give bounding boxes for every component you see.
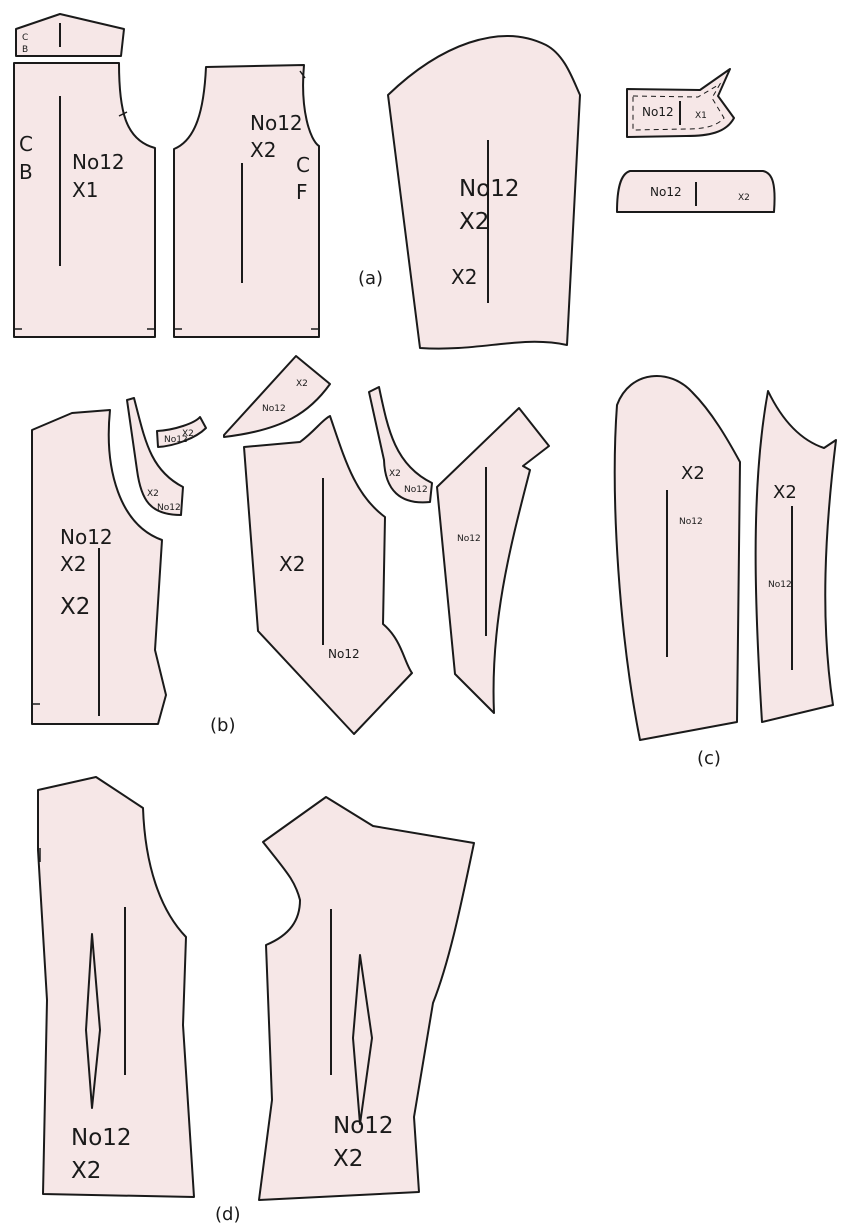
front-bodice-piece (173, 64, 320, 338)
caption-a: (a) (358, 268, 383, 289)
cut-quantity-label: X2 (773, 482, 797, 503)
piece-number-label: No12 (60, 525, 113, 549)
back-facing-piece (368, 386, 433, 504)
piece-number-label: No12 (768, 580, 792, 590)
cut-quantity-label: X2 (459, 209, 489, 235)
caption-c: (c) (697, 748, 721, 769)
center-back-label-b: B (19, 160, 33, 184)
piece-number-label: No12 (262, 404, 286, 414)
piece-number-label: No12 (457, 534, 481, 544)
group-d: No12 X2 No12 X2 (d) (37, 776, 475, 1225)
cut-quantity-label: X2 (333, 1146, 363, 1172)
piece-number-label: No12 (642, 105, 674, 119)
notch-mark (118, 111, 128, 117)
center-front-label-f: F (296, 180, 308, 204)
side-back-panel-piece (243, 415, 413, 735)
cut-quantity-label: X2 (60, 552, 86, 576)
sleeve-piece (387, 35, 581, 350)
cut-quantity-label: X2 (738, 193, 750, 203)
piece-number-label: No12 (679, 517, 703, 527)
cut-quantity-label: X1 (72, 178, 98, 202)
cut-quantity-label: X2 (250, 138, 276, 162)
piece-number-label: No12 (459, 176, 520, 202)
center-back-label-c: C (19, 132, 33, 156)
dart (85, 933, 101, 1109)
piece-number-label: No12 (404, 485, 428, 495)
cut-quantity-label: X2 (279, 552, 305, 576)
piece-number-label: No12 (328, 647, 360, 661)
center-front-label-c: C (296, 153, 310, 177)
cut-quantity-label: X2 (147, 489, 159, 499)
back-bodice-piece (13, 62, 156, 338)
cut-quantity-label: X2 (296, 379, 308, 389)
cut-quantity-label: X2 (71, 1158, 101, 1184)
cut-quantity-label: X2 (681, 463, 705, 484)
piece-number-label: No12 (71, 1125, 132, 1151)
top-sleeve-piece (613, 375, 741, 741)
cut-quantity-label: X2 (389, 469, 401, 479)
side-front-panel-piece (436, 407, 550, 714)
notch-mark (299, 70, 306, 79)
cut-quantity-label: X1 (695, 111, 707, 121)
group-b: No12 X2 X2 X2 No12 No12 X2 X2 No12 X2 No… (31, 355, 550, 736)
seam-allowance-line (632, 82, 725, 131)
piece-number-label: No12 (333, 1113, 394, 1139)
group-c: X2 No12 X2 No12 (c) (613, 375, 837, 769)
piece-number-label: No12 (650, 185, 682, 199)
back-lining-piece (37, 776, 195, 1198)
cut-quantity-label: X2 (60, 594, 90, 620)
caption-b: (b) (210, 715, 235, 736)
shoulder-piece (223, 355, 331, 438)
piece-number-label: No12 (164, 435, 188, 445)
piece-number-label: No12 (72, 150, 125, 174)
caption-d: (d) (215, 1204, 240, 1225)
cut-quantity-label: X2 (182, 429, 194, 439)
center-back-label-b: B (22, 45, 28, 55)
neck-facing-piece (156, 416, 207, 448)
dart (352, 954, 373, 1125)
piece-number-label: No12 (250, 111, 303, 135)
under-sleeve-piece (754, 390, 837, 723)
front-facing-piece (126, 397, 184, 516)
group-a: C B C B No12 X1 No12 X2 C F (a) No12 X2 … (13, 13, 776, 350)
cut-quantity-label: X2 (451, 265, 477, 289)
back-yoke-piece (15, 13, 125, 57)
piece-number-label: No12 (157, 503, 181, 513)
center-back-label-c: C (22, 33, 28, 43)
